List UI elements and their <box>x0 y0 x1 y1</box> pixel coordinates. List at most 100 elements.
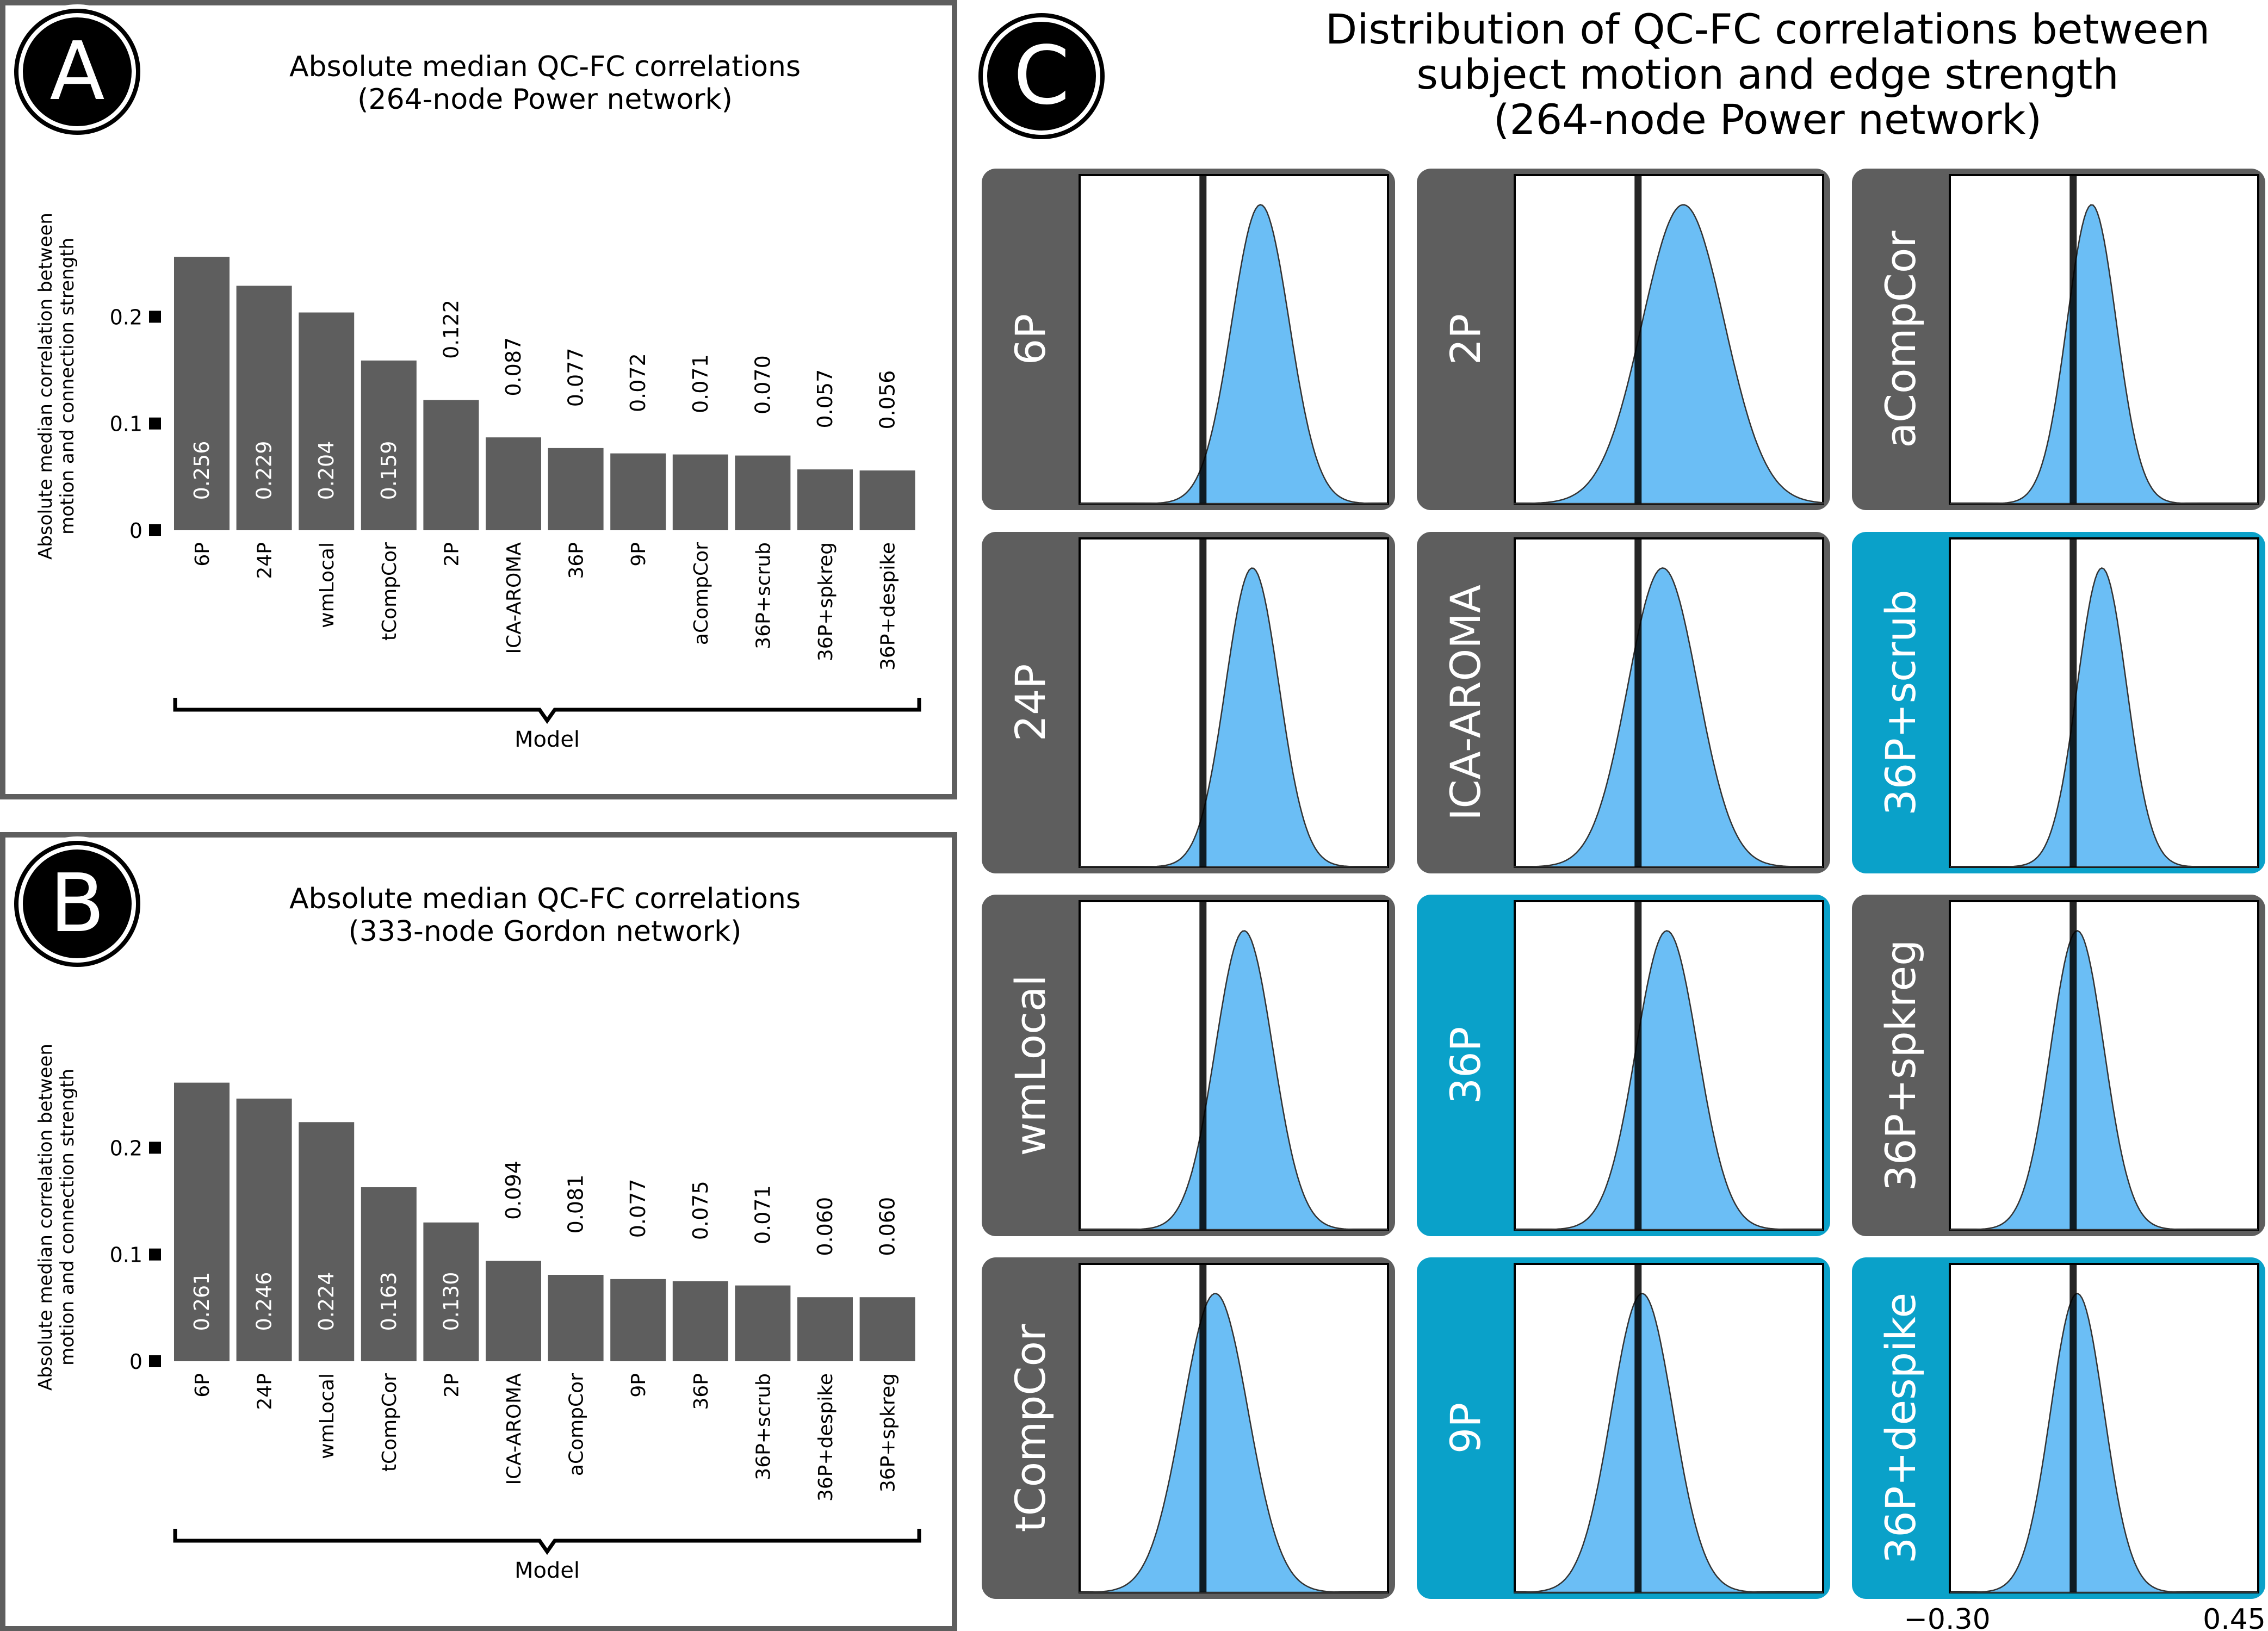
bar <box>423 400 479 530</box>
bar-value-label: 0.163 <box>377 1272 401 1331</box>
x-tick-label: 9P <box>628 542 650 567</box>
bar <box>361 360 417 530</box>
x-tick-label: ICA-AROMA <box>503 1373 525 1485</box>
x-tick-label: 2P <box>441 1373 463 1398</box>
panel-badge-ring <box>18 13 136 131</box>
bar <box>486 437 541 530</box>
y-tick-mark <box>149 1248 161 1261</box>
density-curve <box>1079 1293 1388 1593</box>
x-tick-label: 24P <box>254 542 276 579</box>
density-curve <box>1514 567 1823 868</box>
subplot-label: 9P <box>1441 1403 1490 1454</box>
bar-value-label: 0.075 <box>689 1181 712 1240</box>
x-axis-bracket <box>173 698 921 724</box>
y-tick-mark <box>149 524 161 536</box>
x-tick-label: 36P <box>566 542 588 579</box>
x-tick-label: tCompCor <box>379 1373 401 1472</box>
bar <box>610 453 666 530</box>
x-tick-label: 36P+scrub <box>752 1373 774 1480</box>
y-tick-mark <box>149 311 161 323</box>
subplot-label: tCompCor <box>1006 1324 1055 1532</box>
density-curve <box>1950 204 2258 505</box>
y-axis-label: motion and connection strength <box>57 1069 78 1366</box>
bar <box>174 1082 230 1361</box>
subplot-label: 36P+spkreg <box>1876 940 1925 1192</box>
bar-value-label: 0.224 <box>314 1272 338 1331</box>
panel-badge-ring <box>18 845 136 963</box>
density-curve <box>1080 567 1388 868</box>
bar <box>548 1275 604 1361</box>
density-curve <box>1950 567 2258 868</box>
x-tick-label: wmLocal <box>316 542 338 628</box>
x-tick-label: 24P <box>254 1373 276 1410</box>
bar <box>859 470 915 530</box>
x-tick-label-max: 0.45 <box>2203 1603 2266 1631</box>
bar <box>672 454 728 530</box>
bar-value-label: 0.077 <box>564 348 588 407</box>
bar-value-label: 0.060 <box>813 1197 837 1256</box>
x-tick-label: 36P+despike <box>877 542 900 671</box>
x-axis-label: Model <box>515 727 580 752</box>
subplot-label: wmLocal <box>1006 975 1055 1156</box>
bar <box>735 455 791 530</box>
x-tick-label: 6P <box>191 1373 214 1398</box>
bar <box>797 1297 853 1361</box>
bar-value-label: 0.261 <box>190 1272 214 1331</box>
bar <box>735 1285 791 1361</box>
density-curve <box>1515 930 1823 1231</box>
bar <box>299 1122 355 1361</box>
density-curve <box>1950 930 2258 1231</box>
chart-title: Absolute median QC-FC correlations <box>289 883 801 915</box>
x-tick-label: 9P <box>628 1373 650 1398</box>
bar-value-label: 0.122 <box>439 300 463 359</box>
y-tick-mark <box>149 1142 161 1154</box>
bar-value-label: 0.072 <box>626 353 650 412</box>
bar <box>423 1222 479 1361</box>
chart-title: subject motion and edge strength <box>1416 50 2118 98</box>
panel-frame <box>0 0 957 799</box>
bar-value-label: 0.204 <box>314 441 338 500</box>
y-tick-label: 0.2 <box>110 305 142 329</box>
x-tick-label: wmLocal <box>316 1373 338 1459</box>
subplot-label: 2P <box>1441 314 1490 365</box>
bar <box>361 1187 417 1361</box>
panel-badge-letter: B <box>49 857 105 950</box>
y-tick-label: 0 <box>129 1350 142 1374</box>
chart-subtitle: (264-node Power network) <box>357 83 733 116</box>
y-tick-label: 0.2 <box>110 1136 142 1160</box>
panel-badge-circle <box>974 9 1109 144</box>
subplot-label: 36P <box>1441 1027 1490 1105</box>
subplot-label: aCompCor <box>1876 231 1925 448</box>
bar <box>236 1099 292 1361</box>
bar <box>236 286 292 530</box>
y-axis-label: motion and connection strength <box>57 238 78 535</box>
bar-value-label: 0.087 <box>501 337 525 396</box>
x-tick-label: 36P+spkreg <box>815 542 837 661</box>
panel-badge-circle <box>10 4 145 139</box>
density-curve <box>1080 930 1388 1231</box>
y-axis-label: Absolute median correlation between <box>35 1044 57 1391</box>
x-tick-label: ICA-AROMA <box>503 542 525 654</box>
subplot-label: 6P <box>1006 314 1055 365</box>
bar-value-label: 0.246 <box>252 1272 276 1331</box>
x-tick-label: 36P <box>690 1373 712 1410</box>
y-tick-mark <box>149 417 161 430</box>
x-axis-label: Model <box>515 1558 580 1583</box>
bar-value-label: 0.070 <box>751 355 774 414</box>
x-tick-label-min: −0.30 <box>1904 1603 1990 1631</box>
y-tick-mark <box>149 1355 161 1367</box>
panel-badge-letter: A <box>49 24 104 118</box>
chart-title: Distribution of QC-FC correlations betwe… <box>1325 5 2210 53</box>
x-tick-label: aCompCor <box>690 542 712 645</box>
bar-value-label: 0.081 <box>564 1175 588 1234</box>
subplot-label: 36P+despike <box>1876 1293 1925 1564</box>
bar <box>859 1297 915 1361</box>
density-curve <box>1514 1293 1823 1593</box>
bar-value-label: 0.159 <box>377 441 401 500</box>
bar-value-label: 0.094 <box>501 1161 525 1220</box>
panel-badge-ring <box>983 17 1100 135</box>
